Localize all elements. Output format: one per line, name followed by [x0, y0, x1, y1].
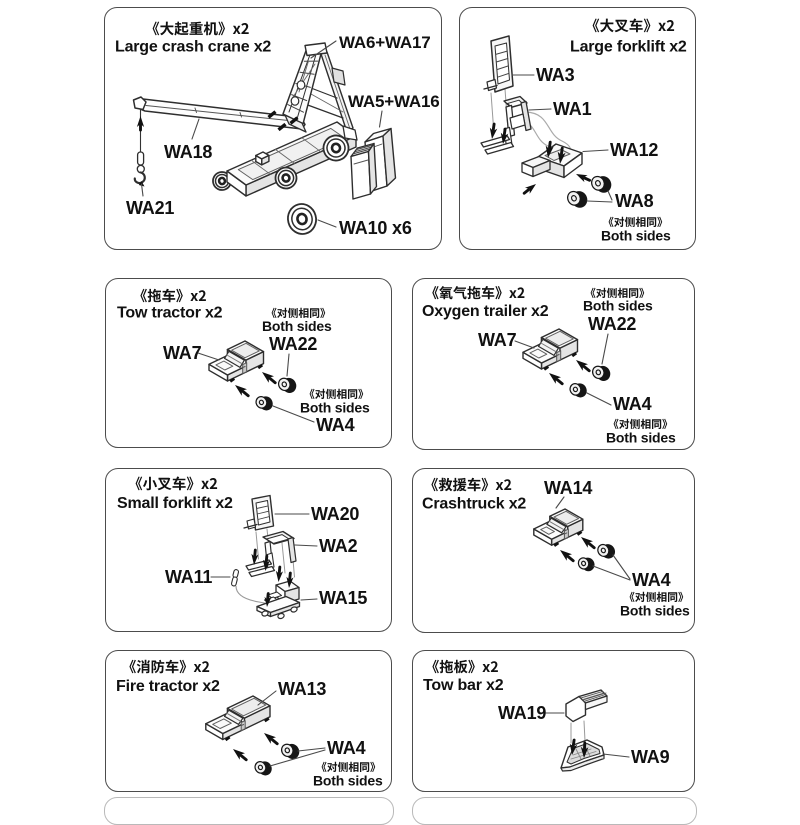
part-wa14-body-drawing	[534, 509, 583, 546]
next-row-panel-edge-right	[412, 797, 697, 825]
part-label-wa4: WA4	[613, 394, 652, 414]
panel-title-zh	[140, 289, 206, 303]
part-label-wa8: WA8	[615, 191, 654, 211]
panel-title-zh	[136, 477, 218, 491]
assembly-arrows	[549, 360, 589, 384]
part-label-wa14: WA14	[544, 478, 592, 498]
part-label-wa13: WA13	[278, 679, 326, 699]
part-label-wa2: WA2	[319, 536, 358, 556]
part-label-wa7: WA7	[478, 330, 517, 350]
part-wa18-boom-drawing	[134, 97, 306, 129]
panel-title-zh	[432, 660, 498, 674]
panel-title-zh	[129, 660, 209, 674]
part-wa19-bracket-drawing	[566, 690, 607, 722]
part-label-wa4: WA4	[632, 570, 671, 590]
part-label-wa19: WA19	[498, 703, 546, 723]
part-label-wa22: WA22	[588, 314, 636, 334]
part-label-wa6-wa17: WA6+WA17	[339, 33, 430, 52]
panel-title-en: Oxygen trailer x2	[422, 303, 549, 320]
part-wa7-body-drawing	[523, 329, 578, 370]
part-label-wa5-wa16: WA5+WA16	[348, 92, 439, 111]
part-wa7-body-drawing	[209, 341, 264, 382]
part-label-wa12: WA12	[610, 140, 658, 160]
part-wa8-wheels-drawing	[565, 172, 613, 212]
note-both-sides-zh	[272, 308, 326, 318]
part-label-wa4: WA4	[316, 415, 355, 435]
part-wa21-hook-drawing	[135, 109, 145, 187]
part-wa22-wheel-drawing	[591, 362, 613, 384]
panel-title-en: Tow bar x2	[423, 677, 504, 694]
panel-title-en: Large crash crane x2	[115, 39, 271, 56]
part-wa6-wa17-tower-drawing	[283, 43, 357, 140]
part-wa4-wheels-drawing	[577, 541, 618, 575]
assembly-arrows	[233, 733, 277, 760]
part-wa3-mast-drawing	[484, 36, 513, 92]
part-label-wa9: WA9	[631, 747, 670, 767]
note-both-sides-en: Both sides	[262, 318, 332, 334]
note-both-sides-en-2: Both sides	[300, 400, 370, 416]
note-both-sides-en-2: Both sides	[606, 430, 676, 446]
part-label-wa22: WA22	[269, 334, 317, 354]
note-both-sides-zh	[609, 217, 663, 227]
note-both-sides-en: Both sides	[313, 773, 383, 789]
note-both-sides-zh	[322, 762, 376, 772]
part-label-wa15: WA15	[319, 588, 367, 608]
part-label-wa18: WA18	[164, 142, 212, 162]
part-label-wa21: WA21	[126, 198, 174, 218]
instruction-sheet: { "document": { "type": "model-kit-assem…	[0, 0, 800, 800]
part-wa22-wheel-drawing	[277, 374, 299, 396]
panel-title-en: Crashtruck x2	[422, 496, 526, 513]
panel-title-en: Large forklift x2	[570, 39, 687, 56]
part-wa15-body-drawing	[257, 581, 300, 619]
panel-title-zh	[593, 19, 675, 33]
part-label-wa7: WA7	[163, 343, 202, 363]
part-label-wa11: WA11	[165, 567, 212, 587]
panel-title-en: Tow tractor x2	[117, 305, 223, 322]
next-row-panel-edge-left	[104, 797, 394, 825]
note-both-sides-en: Both sides	[583, 298, 653, 314]
part-label-wa10: WA10 x6	[339, 218, 412, 238]
panel-title-en: Fire tractor x2	[116, 678, 220, 695]
part-wa20-mast-drawing	[244, 496, 274, 531]
chassis-drawing	[211, 122, 356, 196]
diagram-large-crash-crane: Large crash crane x2 WA6+WA17WA5+WA16WA18…	[105, 8, 443, 251]
panel-title-zh	[153, 22, 249, 36]
note-both-sides-zh-2	[614, 419, 668, 429]
note-both-sides-en: Both sides	[620, 603, 690, 619]
assembly-arrows	[560, 537, 594, 561]
part-wa4-wheel-drawing	[254, 393, 275, 414]
part-wa4-wheel-drawing	[568, 380, 589, 401]
part-wa9-plate-drawing	[561, 740, 604, 771]
note-both-sides-zh	[630, 592, 684, 602]
part-wa5-wa16-box-drawing	[351, 129, 396, 200]
part-wa10-wheel-drawing	[285, 201, 320, 237]
part-label-wa20: WA20	[311, 504, 359, 524]
panel-title-zh	[432, 286, 524, 299]
part-label-wa3: WA3	[536, 65, 575, 85]
assembly-arrows	[235, 372, 275, 396]
panel-title-zh	[431, 478, 511, 492]
part-label-wa1: WA1	[553, 99, 592, 119]
part-label-wa4: WA4	[327, 738, 366, 758]
note-both-sides-en: Both sides	[601, 228, 671, 244]
note-both-sides-zh-2	[310, 389, 364, 399]
note-both-sides-zh	[591, 288, 645, 298]
panel-title-en: Small forklift x2	[117, 495, 233, 512]
